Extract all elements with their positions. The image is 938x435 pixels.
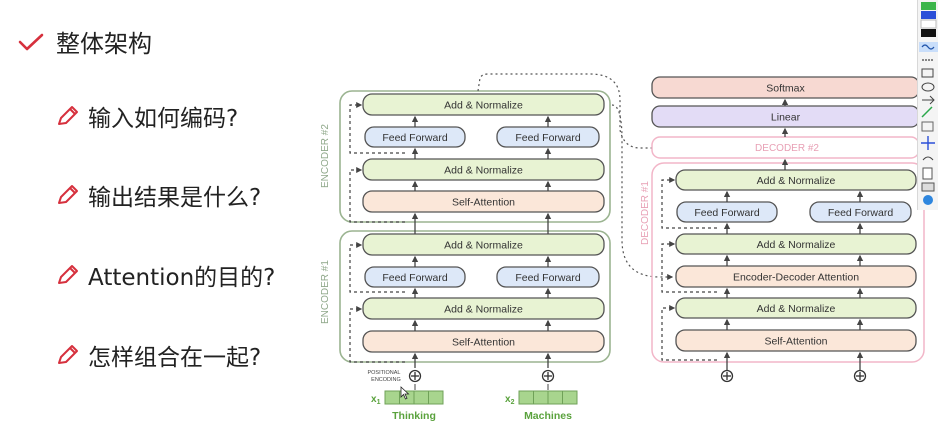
pencil-icon [58, 185, 78, 204]
encoder1-add-norm-mid: Add & Normalize [362, 297, 605, 320]
decoder-residual-lines [661, 177, 717, 361]
svg-text:POSITIONAL: POSITIONAL [367, 370, 400, 376]
frame-tool-icon[interactable] [921, 121, 934, 132]
checkmark-icon [18, 33, 44, 50]
plus-icon [853, 369, 867, 383]
linear-box: Linear [651, 105, 920, 128]
word-thinking: Thinking [392, 410, 436, 422]
globe-icon[interactable] [923, 195, 933, 205]
arrow-tool-icon[interactable] [922, 95, 935, 105]
question-item: 输出结果是什么? [56, 178, 261, 212]
encoder1-ff-left: Feed Forward [364, 266, 466, 288]
decoder-flow-arrows [723, 158, 864, 370]
svg-text:Add & Normalize: Add & Normalize [444, 240, 523, 252]
color-swatch-icon[interactable] [921, 11, 936, 19]
question-item: 怎样组合在一起? [56, 338, 261, 372]
svg-text:Feed Forward: Feed Forward [382, 132, 448, 144]
color-swatch-icon[interactable] [920, 19, 937, 29]
plus-icon [541, 369, 555, 383]
pencil-icon [58, 106, 78, 125]
plus-icon [408, 369, 422, 383]
question-item: 输入如何编码? [56, 99, 238, 133]
svg-text:Self-Attention: Self-Attention [764, 336, 827, 348]
svg-text:Add & Normalize: Add & Normalize [444, 165, 523, 177]
decoder1-ff-right: Feed Forward [809, 201, 912, 223]
x1-label: x1 [371, 394, 381, 406]
outline-title: 整体架构 [56, 30, 152, 58]
embedding-x1 [384, 390, 444, 405]
svg-text:DECODER #2: DECODER #2 [755, 143, 819, 154]
right-toolbar[interactable] [917, 0, 938, 210]
doc-icon[interactable] [922, 167, 933, 180]
encoder1-container [339, 230, 611, 363]
outline-panel: 整体架构 输入如何编码? 输出结果是什么? Attention的目的? 怎样组合… [0, 0, 320, 435]
print-icon[interactable] [921, 182, 935, 192]
svg-text:Add & Normalize: Add & Normalize [757, 303, 836, 315]
svg-text:Feed Forward: Feed Forward [694, 207, 760, 219]
pencil-icon [58, 265, 78, 284]
undo-icon[interactable] [922, 156, 934, 161]
encoder-flow-arrows [411, 115, 552, 368]
decoder1-self-attention: Self-Attention [675, 329, 917, 352]
encoder-residual-lines [349, 102, 405, 363]
encoder-to-decoder-lines [477, 73, 674, 280]
svg-text:Feed Forward: Feed Forward [382, 272, 448, 284]
rectangle-tool-icon[interactable] [921, 68, 934, 78]
decoder1-add-norm-top: Add & Normalize [675, 169, 917, 191]
encoder2-ff-right: Feed Forward [496, 126, 600, 148]
encoder2-add-norm-mid: Add & Normalize [362, 158, 605, 181]
encoder2-container [339, 90, 611, 223]
svg-text:Encoder-Decoder Attention: Encoder-Decoder Attention [733, 272, 859, 284]
wave-tool-icon[interactable] [921, 44, 935, 50]
color-swatch-icon[interactable] [921, 2, 936, 10]
svg-text:Feed Forward: Feed Forward [515, 272, 581, 284]
decoder1-label: DECODER #1 [640, 181, 651, 245]
question-text: Attention的目的? [88, 265, 276, 291]
encoder2-ff-left: Feed Forward [364, 126, 466, 148]
word-machines: Machines [524, 410, 572, 422]
move-tool-icon[interactable] [921, 136, 935, 150]
encoder2-self-attention: Self-Attention [362, 190, 605, 213]
svg-text:Linear: Linear [771, 112, 801, 124]
color-swatch-icon[interactable] [921, 29, 936, 37]
question-item: Attention的目的? [56, 258, 275, 292]
svg-text:Add & Normalize: Add & Normalize [444, 100, 523, 112]
encoder1-add-norm-top: Add & Normalize [362, 233, 605, 256]
plus-icon [720, 369, 734, 383]
svg-text:Add & Normalize: Add & Normalize [757, 175, 836, 187]
ellipse-tool-icon[interactable] [921, 82, 935, 92]
pen-tool-icon[interactable] [921, 106, 933, 118]
svg-text:Feed Forward: Feed Forward [515, 132, 581, 144]
question-text: 输入如何编码? [88, 106, 239, 132]
encoder1-label: ENCODER #1 [320, 260, 331, 324]
decoder1-add-norm-2: Add & Normalize [675, 233, 917, 255]
embedding-x2 [518, 390, 578, 405]
svg-text:Add & Normalize: Add & Normalize [444, 304, 523, 316]
svg-text:ENCODING: ENCODING [371, 377, 401, 383]
svg-text:Self-Attention: Self-Attention [452, 337, 515, 349]
svg-text:Softmax: Softmax [766, 83, 805, 95]
x2-label: x2 [505, 394, 515, 406]
softmax-box: Softmax [651, 76, 920, 99]
mouse-cursor-icon [400, 386, 410, 400]
svg-text:Add & Normalize: Add & Normalize [757, 239, 836, 251]
encoder1-ff-right: Feed Forward [496, 266, 600, 288]
svg-text:Feed Forward: Feed Forward [828, 207, 894, 219]
encoder2-add-norm-top: Add & Normalize [362, 93, 605, 116]
outline-title-row: 整体架构 [18, 24, 152, 59]
decoder1-ff-left: Feed Forward [676, 201, 778, 223]
pencil-icon [58, 345, 78, 364]
decoder1-add-norm-1: Add & Normalize [675, 297, 917, 319]
question-text: 输出结果是什么? [88, 185, 262, 211]
decoder1-enc-dec-attention: Encoder-Decoder Attention [675, 265, 917, 288]
svg-text:Self-Attention: Self-Attention [452, 197, 515, 209]
decoder2-box: DECODER #2 [651, 136, 920, 159]
encoder2-label: ENCODER #2 [320, 124, 331, 188]
encoder1-self-attention: Self-Attention [362, 330, 605, 353]
positional-encoding-label: POSITIONAL ENCODING [367, 370, 400, 383]
question-text: 怎样组合在一起? [88, 345, 262, 371]
